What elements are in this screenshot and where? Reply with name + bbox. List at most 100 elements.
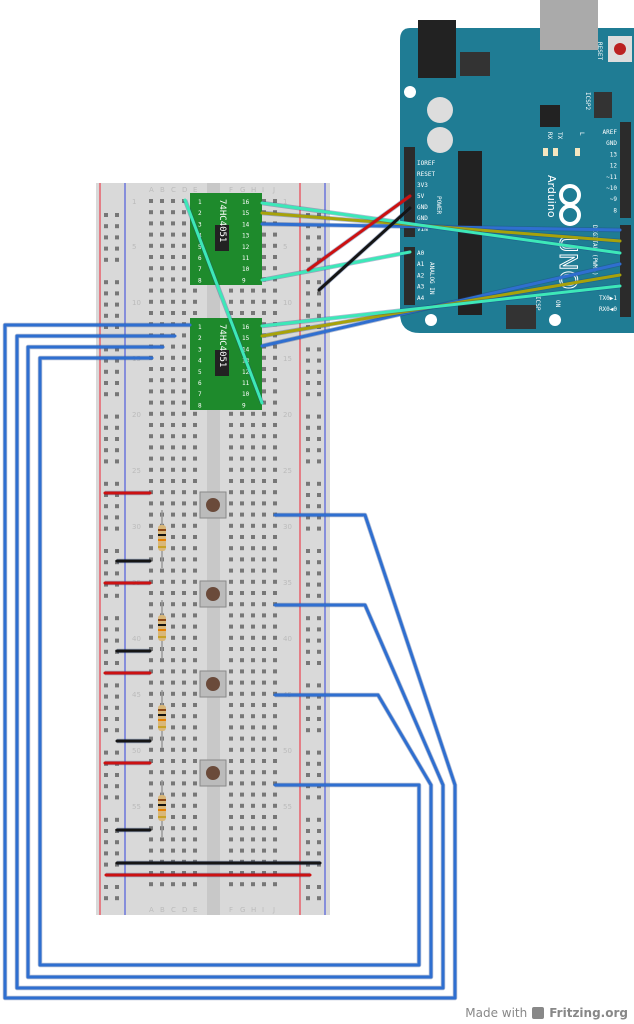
resistor: [158, 780, 166, 838]
breadboard-hole: [229, 781, 233, 786]
chip-pin-label: 2: [198, 335, 202, 342]
power-pin-label: RESET: [417, 171, 435, 178]
rail-hole: [317, 381, 321, 385]
chip-pin-label: 16: [242, 324, 250, 331]
breadboard-hole: [182, 747, 186, 752]
breadboard-hole: [182, 579, 186, 584]
wire-blue[interactable]: [3, 323, 457, 1000]
pushbutton-cap[interactable]: [206, 766, 220, 780]
breadboard-hole: [182, 210, 186, 215]
breadboard-hole: [251, 770, 255, 775]
breadboard-hole: [171, 770, 175, 775]
breadboard-hole: [182, 221, 186, 226]
breadboard-hole: [251, 568, 255, 573]
breadboard-hole: [229, 602, 233, 607]
breadboard-hole: [251, 613, 255, 618]
breadboard-hole: [193, 871, 197, 875]
rail-hole: [317, 257, 321, 262]
chip-pin-label: 4: [198, 358, 202, 365]
breadboard-hole: [171, 221, 175, 226]
rail-hole: [306, 302, 310, 307]
breadboard-hole: [171, 591, 175, 595]
rail-hole: [115, 213, 119, 217]
wire-blue[interactable]: [38, 356, 421, 967]
breadboard-hole: [229, 568, 233, 573]
wire-cyan[interactable]: [260, 284, 622, 328]
breadboard-hole: [182, 635, 186, 640]
breadboard-hole: [160, 882, 164, 887]
breadboard-hole: [240, 871, 244, 875]
rail-hole: [306, 705, 310, 710]
rail-hole: [306, 291, 310, 296]
reset-button-cap[interactable]: [614, 43, 626, 55]
rail-hole: [317, 683, 321, 688]
wire-blue[interactable]: [26, 345, 433, 979]
breadboard-hole: [229, 456, 233, 461]
breadboard-hole: [240, 568, 244, 573]
pushbutton-cap[interactable]: [206, 677, 220, 691]
breadboard-hole: [273, 759, 277, 763]
wire-blue[interactable]: [15, 334, 445, 990]
column-label: F: [229, 186, 233, 194]
breadboard-hole: [171, 199, 175, 203]
column-label: B: [160, 906, 165, 914]
digital-pin-label: ~11: [606, 174, 617, 181]
rail-hole: [317, 515, 321, 520]
breadboard-hole: [182, 714, 186, 719]
breadboard-hole: [262, 266, 266, 271]
resistor-band: [158, 534, 166, 536]
pushbutton[interactable]: [199, 491, 227, 519]
wire-red[interactable]: [306, 194, 412, 272]
rail-hole: [115, 817, 119, 822]
breadboard-hole: [262, 434, 266, 439]
breadboard-hole: [160, 871, 164, 875]
column-label: J: [272, 186, 275, 194]
analog-pin-label: A3: [417, 284, 425, 291]
wire-cyan[interactable]: [260, 250, 412, 282]
row-label: 20: [283, 411, 292, 419]
breadboard-hole: [160, 501, 164, 506]
rail-hole: [115, 862, 119, 867]
breadboard-hole: [262, 624, 266, 629]
pushbutton[interactable]: [199, 580, 227, 608]
wire-cyan[interactable]: [260, 201, 622, 255]
breadboard-hole: [182, 815, 186, 819]
pushbutton-cap[interactable]: [206, 498, 220, 512]
rail-hole: [115, 616, 119, 621]
breadboard-hole: [273, 288, 277, 293]
resistor-band: [158, 726, 166, 728]
pushbutton-cap[interactable]: [206, 587, 220, 601]
arduino-logo: [559, 184, 581, 226]
breadboard-hole: [193, 434, 197, 439]
breadboard-hole: [262, 288, 266, 293]
breadboard-hole: [160, 423, 164, 427]
breadboard-hole: [262, 423, 266, 427]
breadboard-hole: [193, 535, 197, 539]
wire-cyan[interactable]: [183, 198, 264, 405]
chip-ic: [215, 350, 229, 376]
rail-hole: [317, 773, 321, 777]
breadboard-hole: [171, 882, 175, 887]
breadboard-hole: [149, 691, 153, 696]
row-label: 5: [283, 243, 287, 251]
breadboard-hole: [160, 288, 164, 293]
power-header: [404, 147, 415, 237]
rail-hole: [115, 896, 119, 901]
rail-hole: [115, 504, 119, 509]
power-pin-label: GND: [417, 215, 428, 222]
pushbutton[interactable]: [199, 759, 227, 787]
breadboard-hole: [262, 557, 266, 562]
breadboard-hole: [171, 546, 175, 551]
rail-hole: [317, 593, 321, 598]
breadboard-hole: [193, 557, 197, 562]
rail-hole: [317, 627, 321, 632]
analog-pin-label: A2: [417, 272, 425, 279]
breadboard-hole: [182, 658, 186, 663]
pushbutton[interactable]: [199, 670, 227, 698]
wire-black[interactable]: [317, 206, 412, 292]
chip-part-label: 74HC4051: [217, 324, 227, 367]
resistor-body: [158, 705, 166, 731]
icsp2-label: ICSP2: [584, 92, 591, 110]
breadboard-hole: [262, 747, 266, 752]
breadboard-hole: [171, 512, 175, 517]
